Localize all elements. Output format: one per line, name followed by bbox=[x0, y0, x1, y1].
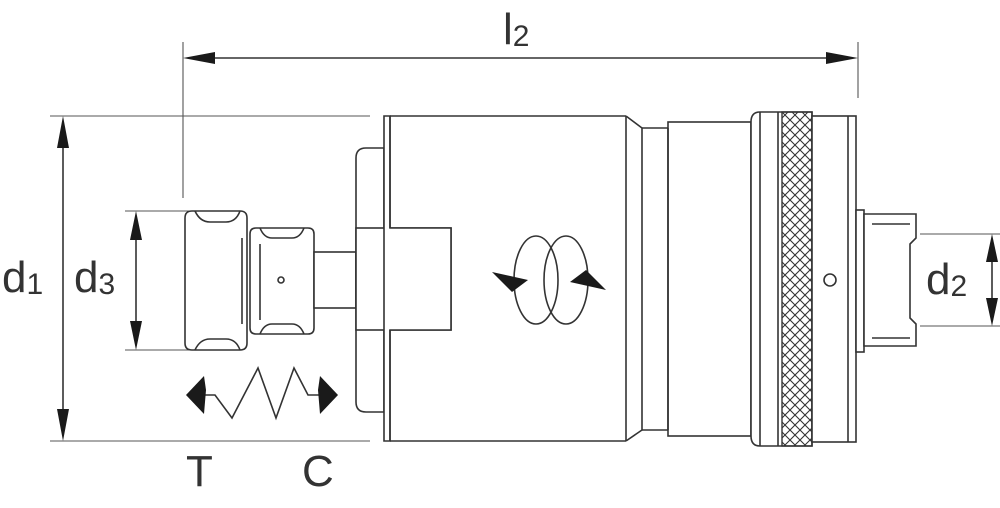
d2-label: d2 bbox=[926, 255, 967, 304]
l2-label: l2 bbox=[503, 5, 529, 54]
compression-label: C bbox=[302, 447, 334, 496]
d3-dimension bbox=[125, 210, 195, 351]
rotation-icon bbox=[492, 235, 606, 325]
knurled-ring bbox=[750, 111, 813, 447]
l2-dimension bbox=[182, 42, 859, 198]
tension-label: T bbox=[186, 447, 213, 496]
d1-label: d1 bbox=[2, 253, 43, 302]
d3-label: d3 bbox=[74, 253, 115, 302]
front-cap bbox=[811, 115, 857, 443]
shank bbox=[184, 210, 357, 351]
knurl-pattern bbox=[781, 111, 813, 447]
collet bbox=[855, 209, 917, 353]
d2-dimension bbox=[920, 233, 1000, 327]
main-body bbox=[383, 115, 668, 442]
d1-dimension bbox=[50, 115, 370, 442]
tension-compression-spring-icon bbox=[186, 366, 338, 421]
sleeve bbox=[667, 121, 752, 437]
